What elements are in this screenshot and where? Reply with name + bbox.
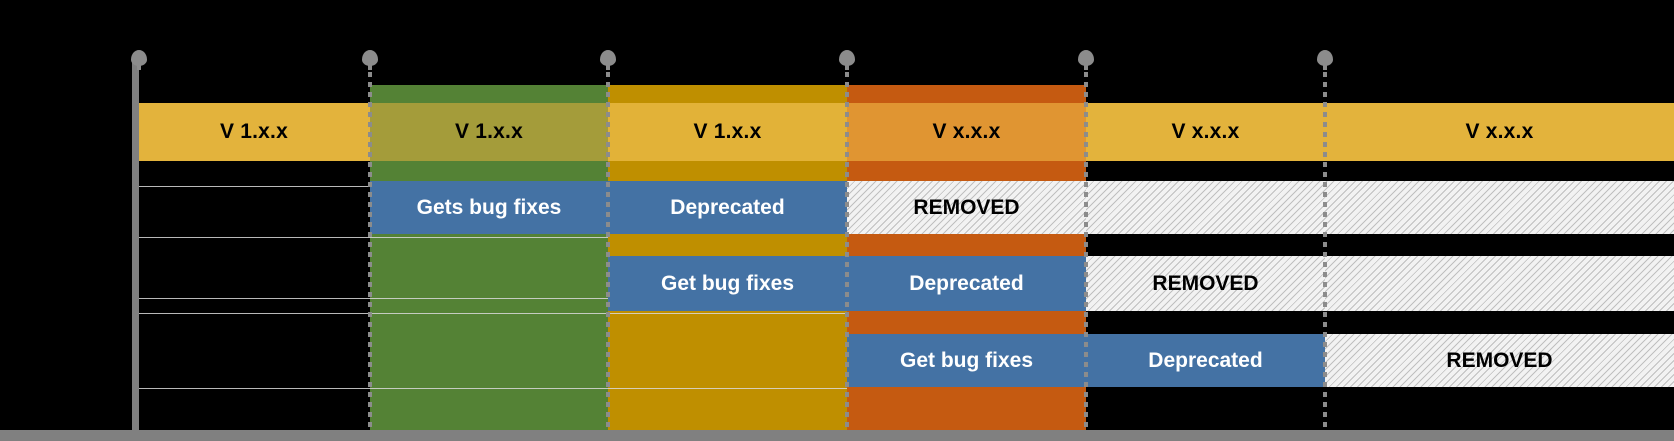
version-label: V 1.x.x: [220, 120, 288, 143]
status-label: Deprecated: [909, 271, 1024, 295]
version-cell-r1c2[interactable]: V 1.x.x: [370, 103, 608, 161]
version-label: V x.x.x: [1171, 120, 1240, 143]
status-label: Gets bug fixes: [416, 195, 562, 219]
milestone-guide-2: [368, 62, 372, 434]
version-cell-r1c3[interactable]: V 1.x.x: [608, 103, 847, 161]
status-cell-r3-deprecated[interactable]: Deprecated: [1086, 334, 1325, 387]
version-cell-r1c1[interactable]: V 1.x.x: [138, 103, 370, 161]
pin-stem-icon: [845, 62, 849, 70]
milestone-guide-5: [1084, 62, 1088, 434]
row-separator-5: [138, 388, 847, 389]
status-label: Get bug fixes: [899, 348, 1034, 372]
milestone-guide-4: [845, 62, 849, 434]
version-label: V 1.x.x: [693, 120, 762, 143]
pin-stem-icon: [1084, 62, 1088, 70]
status-cell-r1-removed-tail[interactable]: [1086, 181, 1674, 234]
milestone-guide-3: [606, 62, 610, 434]
timeline-base-rail: [0, 430, 1674, 441]
pin-head-icon: [131, 50, 147, 66]
row-separator-1: [138, 186, 370, 187]
timeline-axis: [132, 60, 139, 436]
version-cell-r1c4[interactable]: V x.x.x: [847, 103, 1086, 161]
version-cell-r1c5[interactable]: V x.x.x: [1086, 103, 1325, 161]
status-cell-r3-removed[interactable]: REMOVED: [1325, 334, 1674, 387]
status-cell-r2-deprecated[interactable]: Deprecated: [847, 256, 1086, 311]
pin-stem-icon: [368, 62, 372, 70]
status-label: Deprecated: [670, 195, 785, 219]
status-label: REMOVED: [913, 195, 1020, 219]
status-cell-r2-bugfix[interactable]: Get bug fixes: [608, 256, 847, 311]
pin-head-icon: [600, 50, 616, 66]
status-label: Deprecated: [1148, 348, 1263, 372]
row-separator-2: [138, 237, 608, 238]
row-separator-3: [138, 298, 608, 299]
pin-stem-icon: [137, 62, 141, 70]
milestone-guide-6: [1323, 62, 1327, 434]
status-cell-r1-deprecated[interactable]: Deprecated: [608, 181, 847, 234]
pin-head-icon: [1317, 50, 1333, 66]
version-label: V 1.x.x: [455, 120, 523, 143]
status-label: REMOVED: [1152, 271, 1259, 295]
version-cell-r1c6[interactable]: V x.x.x: [1325, 103, 1674, 161]
status-cell-r2-removed-tail[interactable]: [1325, 256, 1674, 311]
status-label: Get bug fixes: [660, 271, 795, 295]
pin-stem-icon: [606, 62, 610, 70]
status-cell-r3-bugfix[interactable]: Get bug fixes: [847, 334, 1086, 387]
pin-head-icon: [839, 50, 855, 66]
pin-head-icon: [362, 50, 378, 66]
row-separator-4: [138, 313, 847, 314]
status-cell-r2-removed[interactable]: REMOVED: [1086, 256, 1325, 311]
status-label: REMOVED: [1446, 348, 1553, 372]
pin-head-icon: [1078, 50, 1094, 66]
status-cell-r1-removed[interactable]: REMOVED: [847, 181, 1086, 234]
version-label: V x.x.x: [1465, 120, 1534, 143]
status-cell-r1-bugfix[interactable]: Gets bug fixes: [370, 181, 608, 234]
pin-stem-icon: [1323, 62, 1327, 70]
version-label: V x.x.x: [932, 120, 1001, 143]
